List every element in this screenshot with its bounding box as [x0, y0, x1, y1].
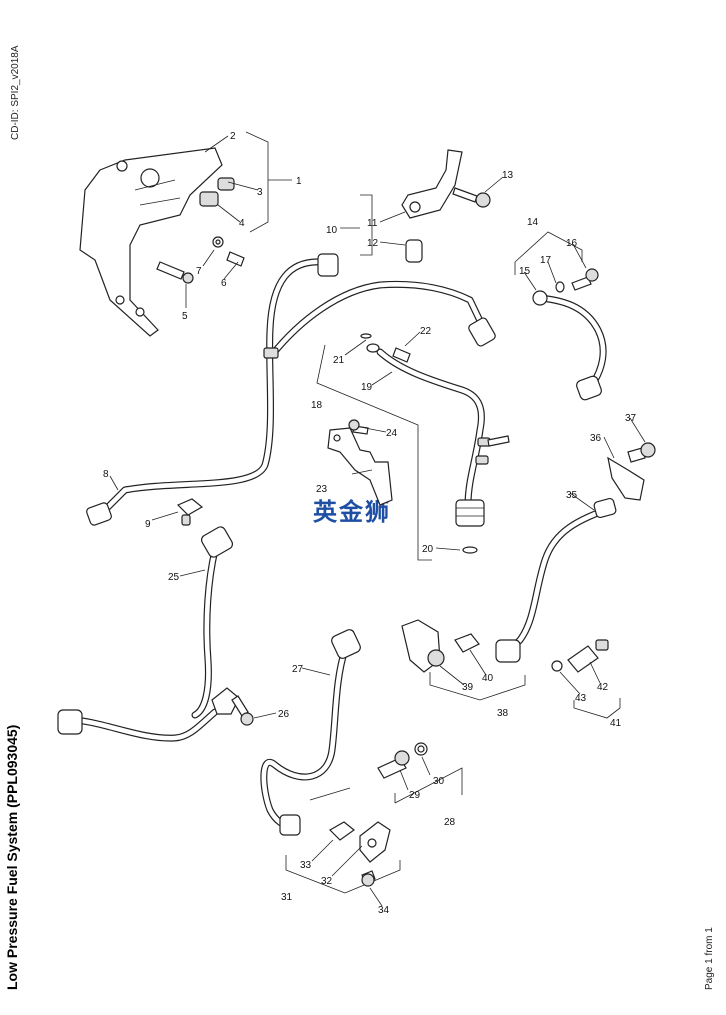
clip-assembly-31 [329, 821, 391, 887]
callout-30: 30 [433, 776, 445, 787]
callout-23: 23 [316, 484, 328, 495]
bracket-23 [327, 419, 393, 506]
callout-31: 31 [281, 892, 293, 903]
callout-42: 42 [597, 682, 609, 693]
callout-24: 24 [386, 428, 398, 439]
callout-35: 35 [566, 490, 578, 501]
callout-16: 16 [566, 238, 578, 249]
callout-22: 22 [420, 326, 432, 337]
bracket-38 [401, 619, 480, 673]
callout-25: 25 [168, 572, 180, 583]
bolt-13 [452, 187, 491, 208]
sensor-29 [377, 742, 428, 779]
callout-40: 40 [482, 673, 494, 684]
callout-41: 41 [610, 718, 622, 729]
callout-labels: 1 2 3 4 5 6 7 8 9 10 11 12 13 14 15 16 1… [103, 131, 637, 916]
callout-43: 43 [575, 693, 587, 704]
callout-17: 17 [540, 255, 552, 266]
fuel-pipe-14 [532, 268, 607, 401]
callout-39: 39 [462, 682, 474, 693]
callout-37: 37 [625, 413, 637, 424]
callout-38: 38 [497, 708, 509, 719]
fuel-pipe-18 [360, 333, 510, 554]
callout-3: 3 [257, 187, 263, 198]
callout-33: 33 [300, 860, 312, 871]
fuel-pipe-25 [57, 526, 254, 742]
callout-18: 18 [311, 400, 323, 411]
callout-10: 10 [326, 225, 338, 236]
callout-2: 2 [230, 131, 236, 142]
fuel-pipe-35 [495, 442, 656, 663]
callout-15: 15 [519, 266, 531, 277]
callout-6: 6 [221, 278, 227, 289]
callout-14: 14 [527, 217, 539, 228]
callout-4: 4 [239, 218, 245, 229]
callout-28: 28 [444, 817, 456, 828]
callout-19: 19 [361, 382, 373, 393]
sensor-bracket [401, 149, 463, 263]
callout-11: 11 [367, 218, 378, 229]
mounting-bracket [79, 147, 223, 337]
callout-1: 1 [296, 176, 302, 187]
callout-7: 7 [196, 266, 202, 277]
callout-5: 5 [182, 311, 188, 322]
callout-9: 9 [145, 519, 151, 530]
clip-9 [176, 498, 204, 526]
fitting-41 [551, 639, 609, 673]
callout-36: 36 [590, 433, 602, 444]
leader-lines [109, 135, 646, 907]
callout-21: 21 [333, 355, 345, 366]
callout-13: 13 [502, 170, 514, 181]
callout-26: 26 [278, 709, 290, 720]
callout-34: 34 [378, 905, 390, 916]
callout-8: 8 [103, 469, 109, 480]
callout-27: 27 [292, 664, 304, 675]
fuel-pipe-27 [260, 629, 361, 836]
fuel-pipe-8 [86, 253, 496, 526]
callout-29: 29 [409, 790, 421, 801]
callout-32: 32 [321, 876, 333, 887]
washer-and-bolts [156, 236, 245, 284]
watermark: 英金狮 [313, 498, 391, 526]
callout-12: 12 [367, 238, 379, 249]
callout-20: 20 [422, 544, 434, 555]
